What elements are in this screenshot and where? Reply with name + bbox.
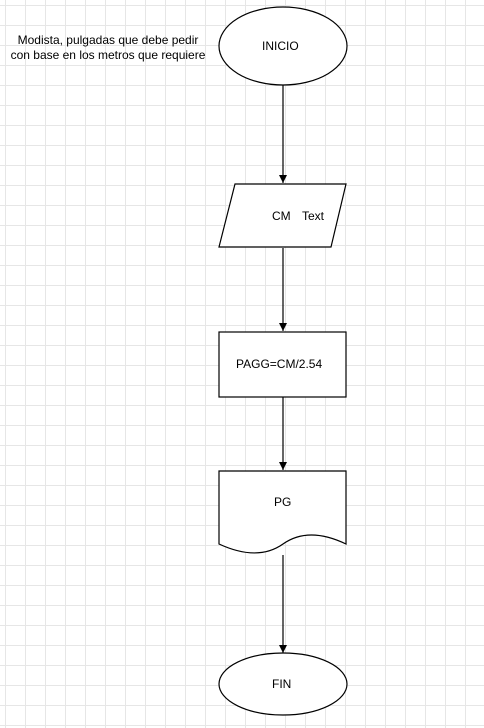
end-label: FIN bbox=[272, 677, 292, 691]
input-parallelogram[interactable] bbox=[218, 183, 347, 248]
end-terminator[interactable] bbox=[218, 652, 348, 716]
output-document[interactable] bbox=[218, 470, 347, 554]
input-text-label: Text bbox=[302, 209, 325, 223]
input-variable-label: CM bbox=[272, 209, 291, 223]
process-label: PAGG=CM/2.54 bbox=[236, 357, 323, 371]
output-label: PG bbox=[274, 495, 292, 509]
problem-note: Modista, pulgadas que debe pedir con bas… bbox=[10, 33, 206, 62]
start-terminator[interactable] bbox=[218, 6, 348, 86]
process-rectangle[interactable] bbox=[218, 331, 347, 398]
start-label: INICIO bbox=[262, 39, 299, 53]
